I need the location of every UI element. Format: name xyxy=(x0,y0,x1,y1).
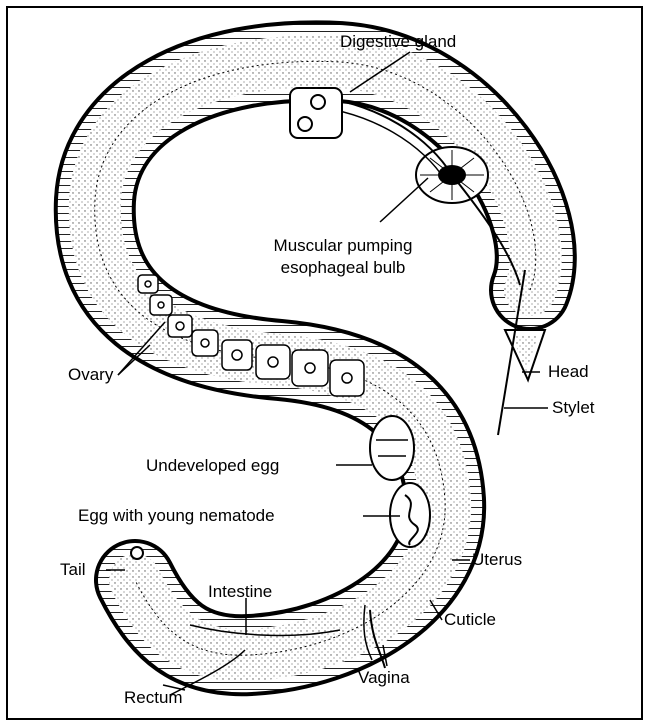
label-muscular-bulb-line2: esophageal bulb xyxy=(258,258,428,278)
label-muscular-bulb-line1: Muscular pumping xyxy=(258,236,428,256)
undeveloped-egg xyxy=(370,416,414,480)
tail-tip xyxy=(131,547,143,559)
label-intestine: Intestine xyxy=(208,582,272,602)
label-digestive-gland: Digestive gland xyxy=(340,32,456,52)
label-head: Head xyxy=(548,362,589,382)
label-undeveloped-egg: Undeveloped egg xyxy=(146,456,279,476)
label-ovary: Ovary xyxy=(68,365,113,385)
label-cuticle: Cuticle xyxy=(444,610,496,630)
label-uterus: Uterus xyxy=(472,550,522,570)
label-egg-with-young: Egg with young nematode xyxy=(78,506,275,526)
label-vagina: Vagina xyxy=(358,668,410,688)
label-rectum: Rectum xyxy=(124,688,183,708)
label-tail: Tail xyxy=(60,560,86,580)
label-stylet: Stylet xyxy=(552,398,595,418)
